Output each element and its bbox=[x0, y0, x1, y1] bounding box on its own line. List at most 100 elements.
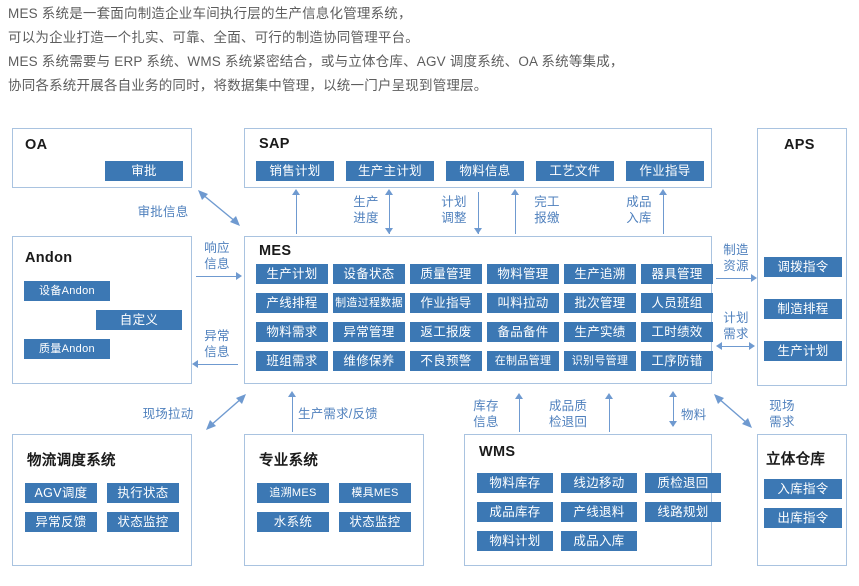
tag-aps-1[interactable]: 制造排程 bbox=[764, 299, 842, 319]
label-stock-info: 库存 信息 bbox=[466, 398, 506, 430]
tag-mes-10[interactable]: 批次管理 bbox=[564, 293, 636, 313]
tag-logistics-1[interactable]: 执行状态 bbox=[107, 483, 179, 503]
label-approval-info: 审批信息 bbox=[137, 205, 189, 219]
label-site-pull: 现场拉动 bbox=[142, 407, 194, 421]
tag-mes-12[interactable]: 物料需求 bbox=[256, 322, 328, 342]
tag-andon-2[interactable]: 质量Andon bbox=[24, 339, 110, 359]
box-mes[interactable]: MES 生产计划设备状态质量管理物料管理生产追溯器具管理产线排程制造过程数据作业… bbox=[244, 236, 713, 384]
arrow-oa-mes bbox=[198, 190, 240, 226]
box-professional[interactable]: 专业系统 追溯MES 模具MES 水系统 状态监控 bbox=[244, 434, 424, 566]
tag-pro-3[interactable]: 状态监控 bbox=[339, 512, 411, 532]
tag-wms-1[interactable]: 线边移动 bbox=[561, 473, 637, 493]
tag-mes-4[interactable]: 生产追溯 bbox=[564, 264, 636, 284]
arrow-site-need bbox=[714, 394, 752, 428]
intro-line-1: MES 系统是一套面向制造企业车间执行层的生产信息化管理系统， bbox=[8, 6, 412, 21]
box-andon-title: Andon bbox=[25, 250, 73, 266]
tag-sap-2[interactable]: 物料信息 bbox=[446, 161, 524, 181]
tag-mes-21[interactable]: 在制品管理 bbox=[487, 351, 559, 371]
tag-sap-0[interactable]: 销售计划 bbox=[256, 161, 334, 181]
tag-andon-1[interactable]: 自定义 bbox=[96, 310, 182, 330]
label-qc-return: 成品质 检退回 bbox=[540, 398, 596, 430]
tag-mes-16[interactable]: 生产实绩 bbox=[564, 322, 636, 342]
tag-mes-0[interactable]: 生产计划 bbox=[256, 264, 328, 284]
tag-logistics-0[interactable]: AGV调度 bbox=[25, 483, 97, 503]
tag-mes-7[interactable]: 制造过程数据 bbox=[333, 293, 405, 313]
tag-mes-9[interactable]: 叫料拉动 bbox=[487, 293, 559, 313]
label-response-info: 响应 信息 bbox=[194, 240, 240, 272]
arrowhead-material-up bbox=[669, 391, 677, 397]
label-site-need-line1: 现场 bbox=[769, 399, 795, 413]
tag-mes-15[interactable]: 备品备件 bbox=[487, 322, 559, 342]
tag-mes-20[interactable]: 不良预警 bbox=[410, 351, 482, 371]
line-sap-mes-1 bbox=[296, 194, 297, 234]
tag-mes-23[interactable]: 工序防错 bbox=[641, 351, 713, 371]
box-professional-title: 专业系统 bbox=[259, 453, 319, 469]
tag-pro-2[interactable]: 水系统 bbox=[257, 512, 329, 532]
tag-mes-17[interactable]: 工时绩效 bbox=[641, 322, 713, 342]
tag-oa-approval[interactable]: 审批 bbox=[105, 161, 183, 181]
box-andon[interactable]: Andon 设备Andon 自定义 质量Andon bbox=[12, 236, 192, 384]
tag-sap-1[interactable]: 生产主计划 bbox=[346, 161, 434, 181]
tag-wms-2[interactable]: 质检退回 bbox=[645, 473, 721, 493]
label-abnormal-info: 异常 信息 bbox=[194, 328, 240, 360]
label-abnormal-info-line1: 异常 bbox=[204, 329, 230, 343]
label-production-progress-line2: 进度 bbox=[353, 211, 379, 225]
box-oa[interactable]: OA 审批 bbox=[12, 128, 192, 188]
box-wms[interactable]: WMS 物料库存 线边移动 质检退回 成品库存 产线退料 线路规划 物料计划 成… bbox=[464, 434, 721, 566]
line-qc-return bbox=[609, 398, 610, 432]
tag-pro-1[interactable]: 模具MES bbox=[339, 483, 411, 503]
tag-aps-2[interactable]: 生产计划 bbox=[764, 341, 842, 361]
tag-mes-3[interactable]: 物料管理 bbox=[487, 264, 559, 284]
tag-wms-3[interactable]: 成品库存 bbox=[477, 502, 553, 522]
tag-warehouse-1[interactable]: 出库指令 bbox=[764, 508, 842, 528]
box-warehouse[interactable]: 立体仓库 入库指令 出库指令 bbox=[757, 434, 847, 566]
box-logistics[interactable]: 物流调度系统 AGV调度 执行状态 异常反馈 状态监控 bbox=[12, 434, 192, 566]
line-andon-response bbox=[196, 276, 236, 277]
label-finish-report-line1: 完工 bbox=[534, 195, 560, 209]
box-oa-title: OA bbox=[25, 137, 48, 153]
tag-mes-22[interactable]: 识别号管理 bbox=[564, 351, 636, 371]
box-mes-title: MES bbox=[259, 243, 292, 259]
label-qc-return-line2: 检退回 bbox=[548, 415, 588, 429]
arrowhead-sap-mes-1 bbox=[292, 189, 300, 195]
line-stock-info bbox=[519, 398, 520, 432]
tag-wms-6[interactable]: 物料计划 bbox=[477, 531, 553, 551]
label-plan-demand-line1: 计划 bbox=[723, 311, 749, 325]
arrowhead-prod-demand bbox=[288, 391, 296, 397]
line-sap-mes-5 bbox=[663, 194, 664, 234]
tag-mes-2[interactable]: 质量管理 bbox=[410, 264, 482, 284]
tag-pro-0[interactable]: 追溯MES bbox=[257, 483, 329, 503]
box-sap[interactable]: SAP 销售计划 生产主计划 物料信息 工艺文件 作业指导 bbox=[244, 128, 712, 188]
tag-mes-14[interactable]: 返工报废 bbox=[410, 322, 482, 342]
tag-wms-0[interactable]: 物料库存 bbox=[477, 473, 553, 493]
tag-mes-5[interactable]: 器具管理 bbox=[641, 264, 713, 284]
tag-logistics-2[interactable]: 异常反馈 bbox=[25, 512, 97, 532]
tag-mes-19[interactable]: 维修保养 bbox=[333, 351, 405, 371]
intro-line-4: 协同各系统开展各自业务的同时，将数据集中管理，以统一门户呈现到管理层。 bbox=[8, 78, 488, 93]
tag-sap-3[interactable]: 工艺文件 bbox=[536, 161, 614, 181]
label-site-need-line2: 需求 bbox=[769, 415, 795, 429]
label-plan-demand: 计划 需求 bbox=[714, 310, 758, 342]
box-aps[interactable]: APS 调拨指令 制造排程 生产计划 bbox=[757, 128, 847, 386]
tag-mes-8[interactable]: 作业指导 bbox=[410, 293, 482, 313]
box-aps-title: APS bbox=[784, 137, 815, 153]
box-wms-title: WMS bbox=[479, 444, 516, 460]
tag-mes-13[interactable]: 异常管理 bbox=[333, 322, 405, 342]
tag-wms-5[interactable]: 线路规划 bbox=[645, 502, 721, 522]
tag-sap-4[interactable]: 作业指导 bbox=[626, 161, 704, 181]
label-manufacturing-resource-line2: 资源 bbox=[723, 259, 749, 273]
tag-wms-4[interactable]: 产线退料 bbox=[561, 502, 637, 522]
tag-mes-1[interactable]: 设备状态 bbox=[333, 264, 405, 284]
tag-mes-6[interactable]: 产线排程 bbox=[256, 293, 328, 313]
arrowhead-sap-mes-3 bbox=[474, 228, 482, 234]
tag-andon-0[interactable]: 设备Andon bbox=[24, 281, 110, 301]
tag-warehouse-0[interactable]: 入库指令 bbox=[764, 479, 842, 499]
tag-mes-18[interactable]: 班组需求 bbox=[256, 351, 328, 371]
arrowhead-sap-mes-2b bbox=[385, 228, 393, 234]
box-sap-title: SAP bbox=[259, 136, 290, 152]
tag-wms-7[interactable]: 成品入库 bbox=[561, 531, 637, 551]
label-product-stockin: 成品 入库 bbox=[619, 194, 659, 226]
tag-aps-0[interactable]: 调拨指令 bbox=[764, 257, 842, 277]
tag-logistics-3[interactable]: 状态监控 bbox=[107, 512, 179, 532]
tag-mes-11[interactable]: 人员班组 bbox=[641, 293, 713, 313]
